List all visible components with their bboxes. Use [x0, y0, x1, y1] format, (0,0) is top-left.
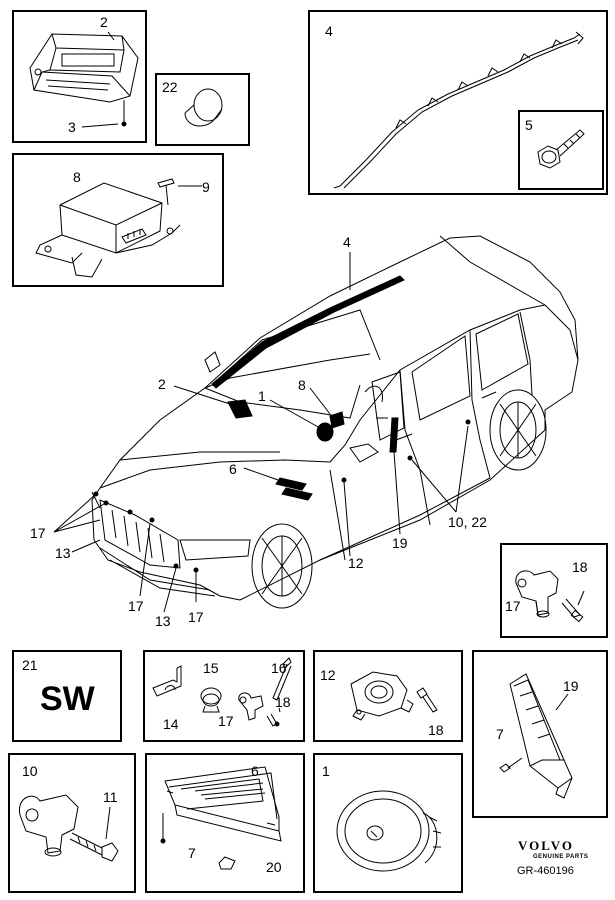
- control-module-drawing: [12, 153, 224, 287]
- sensor-10-drawing: [8, 753, 136, 893]
- callout-1-car: 1: [258, 388, 266, 404]
- callout-17-sensor: 17: [505, 598, 521, 614]
- sensor-17-drawing: [500, 543, 608, 638]
- callout-4-box: 4: [325, 23, 333, 39]
- callout-3: 3: [68, 119, 76, 135]
- callout-17-bottom-a: 17: [128, 598, 144, 614]
- passenger-airbag-module-drawing: [12, 10, 147, 143]
- callout-11: 11: [103, 789, 118, 805]
- callout-1-box: 1: [322, 763, 330, 779]
- callout-14: 14: [163, 716, 179, 732]
- callout-21: 21: [22, 657, 38, 673]
- knee-airbag-drawing: [145, 753, 305, 893]
- sensor-12-drawing: [313, 650, 463, 742]
- callout-17-mid: 17: [218, 713, 234, 729]
- box-bracket-parts: [143, 650, 305, 742]
- curtain-airbag-drawing: [308, 10, 608, 195]
- callout-15: 15: [203, 660, 219, 676]
- box-part-5: [518, 110, 604, 190]
- box-software-21: [12, 650, 122, 742]
- callout-10-22-car: 10, 22: [448, 514, 487, 530]
- callout-13-left: 13: [55, 545, 71, 561]
- callout-19-car: 19: [392, 535, 408, 551]
- software-label: SW: [40, 680, 95, 718]
- callout-7-box19: 7: [496, 726, 504, 742]
- callout-18-sensor: 18: [572, 559, 588, 575]
- round-plug-drawing: [155, 73, 250, 146]
- pillar-airbag-drawing: [472, 650, 608, 818]
- callout-20: 20: [266, 859, 282, 875]
- driver-airbag-drawing: [313, 753, 463, 893]
- callout-8-box: 8: [73, 169, 81, 185]
- callout-7-box6: 7: [188, 845, 196, 861]
- callout-12-box: 12: [320, 667, 336, 683]
- callout-16: 16: [271, 660, 287, 676]
- callout-18-mid: 18: [275, 694, 291, 710]
- callout-8-car: 8: [298, 377, 306, 393]
- genuine-parts-label: GENUINE PARTS: [533, 854, 589, 860]
- callout-6-car: 6: [229, 461, 237, 477]
- callout-10-box: 10: [22, 763, 38, 779]
- callout-2-car: 2: [158, 376, 166, 392]
- callout-17-bottom-b: 17: [188, 609, 204, 625]
- callout-13-bottom: 13: [155, 613, 171, 629]
- bracket-parts-drawing: [143, 650, 305, 742]
- volvo-brand-logo: VOLVO: [518, 838, 574, 853]
- callout-5-box: 5: [525, 117, 533, 133]
- callout-22-box: 22: [162, 79, 178, 95]
- callout-19-box: 19: [563, 678, 579, 694]
- bolt-5-drawing: [518, 110, 604, 190]
- callout-12-car: 12: [348, 555, 364, 571]
- callout-9: 9: [202, 179, 210, 195]
- callout-2-box: 2: [100, 14, 108, 30]
- callout-6-box: 6: [251, 763, 259, 779]
- callout-17-left: 17: [30, 525, 46, 541]
- drawing-reference: GR-460196: [517, 865, 574, 877]
- callout-4-car: 4: [343, 234, 351, 250]
- callout-18-box12: 18: [428, 722, 444, 738]
